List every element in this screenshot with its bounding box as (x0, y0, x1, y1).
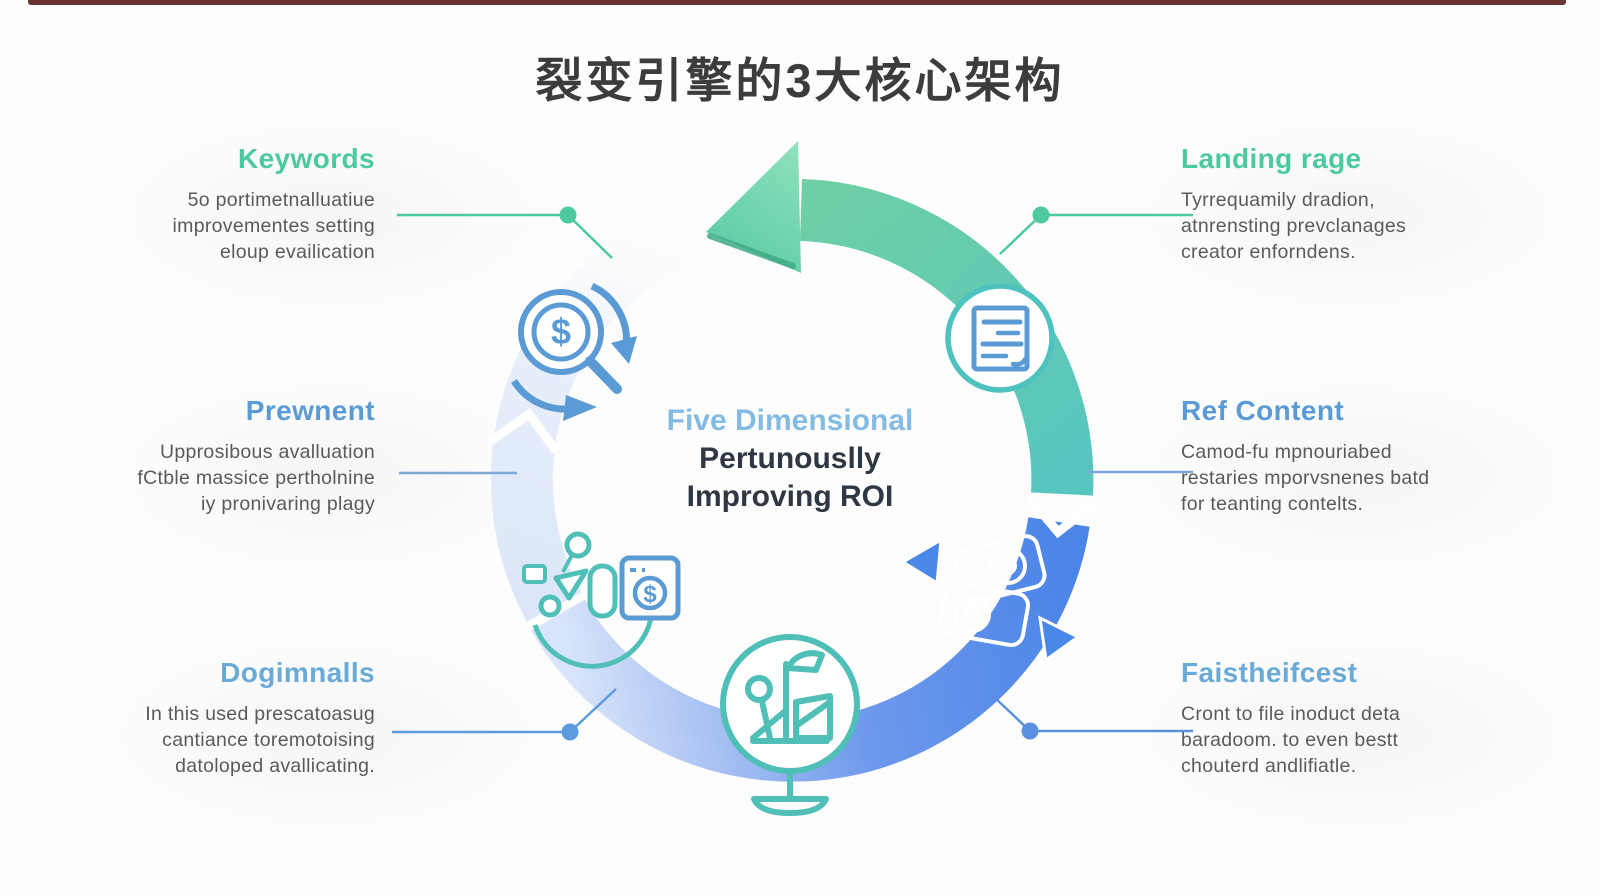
top-accent-bar (28, 0, 1566, 5)
connector-dogimnalls (392, 688, 617, 741)
section-prewnent: Prewnent Upprosibous avalluation fCtble … (15, 395, 375, 517)
body-line: datoloped avallicating. (175, 755, 375, 777)
section-body-faistheifcest: Cront to file inoduct deta baradoom. to … (1181, 701, 1571, 779)
page-title: 裂变引擎的3大核心架构 (535, 54, 1065, 107)
center-label-line2: Pertunouslly (699, 442, 881, 475)
share-monetize-icon: $ (522, 531, 681, 669)
chevron-down-icon (1025, 494, 1097, 539)
section-title-landing-page: Landing rage (1181, 143, 1362, 174)
search-dollar-icon: $ (511, 282, 637, 421)
chevron-up-icon (488, 407, 560, 454)
connector-dot (559, 206, 577, 224)
connector-faistheifcest (992, 695, 1193, 740)
connector-dot (1021, 722, 1039, 740)
section-keywords: Keywords 5o portimetnalluatiue improveme… (15, 143, 375, 265)
body-line: cantiance toremotoising (162, 729, 375, 751)
body-line: Tyrrequamily dradion, (1181, 189, 1375, 211)
section-title-dogimnalls: Dogimnalls (220, 657, 375, 688)
background-blob (1140, 380, 1570, 570)
body-line: eloup evailication (219, 241, 375, 263)
body-line: baradoom. to even bestt (1181, 729, 1399, 751)
body-line: for teanting contelts. (1181, 493, 1364, 515)
section-ref-content: Ref Content Camod-fu mpnouriabed restari… (1181, 395, 1571, 517)
connector-keywords (397, 206, 613, 259)
section-body-ref-content: Camod-fu mpnouriabed restaries mporvsnen… (1181, 439, 1571, 517)
section-title-keywords: Keywords (237, 143, 375, 174)
connector-dot (1032, 206, 1050, 224)
boat-icon (720, 634, 860, 816)
body-line: creator enforndens. (1181, 241, 1356, 263)
dollar-glyph: $ (551, 311, 571, 352)
body-line: Cront to file inoduct deta (1181, 703, 1401, 725)
body-line: restaries mporvsnenes batd (1181, 467, 1430, 489)
background-blob (120, 380, 540, 570)
body-line: Camod-fu mpnouriabed (1181, 441, 1392, 463)
center-label: Five Dimensional Pertunouslly Improving … (615, 402, 965, 516)
body-line: atnrensting prevclanages (1181, 215, 1407, 237)
body-line: improvementes setting (172, 215, 375, 237)
background-blob (1140, 120, 1560, 310)
body-line: fCtble massice pertholnine (137, 467, 375, 489)
connector-dot (561, 723, 579, 741)
section-body-prewnent: Upprosibous avalluation fCtble massice p… (15, 439, 375, 517)
section-title-prewnent: Prewnent (245, 395, 375, 426)
document-icon (945, 283, 1055, 393)
section-body-keywords: 5o portimetnalluatiue improvementes sett… (15, 187, 375, 265)
section-title-faistheifcest: Faistheifcest (1181, 657, 1358, 688)
center-label-line1: Five Dimensional (666, 404, 914, 437)
body-line: Upprosibous avalluation (159, 441, 375, 463)
body-line: iy pronivaring plagy (200, 493, 375, 515)
dollar-glyph: $ (643, 581, 657, 608)
arrowhead-crease (707, 233, 796, 269)
background-blob (110, 640, 540, 830)
body-line: 5o portimetnalluatiue (187, 189, 375, 211)
section-title-ref-content: Ref Content (1181, 395, 1345, 426)
section-landing-page: Landing rage Tyrrequamily dradion, atnre… (1181, 143, 1571, 265)
body-line: chouterd andlifiatle. (1181, 755, 1357, 777)
background-blob (1140, 640, 1570, 830)
body-line: In this used prescatoasug (145, 703, 375, 725)
center-label-line3: Improving ROI (686, 480, 894, 513)
sync-arrows-icon (900, 534, 1081, 663)
section-body-landing-page: Tyrrequamily dradion, atnrensting prevcl… (1181, 187, 1571, 265)
connector-landing-page (999, 206, 1193, 255)
section-body-dogimnalls: In this used prescatoasug cantiance tore… (15, 701, 375, 779)
section-dogimnalls: Dogimnalls In this used prescatoasug can… (15, 657, 375, 779)
section-faistheifcest: Faistheifcest Cront to file inoduct deta… (1181, 657, 1571, 779)
